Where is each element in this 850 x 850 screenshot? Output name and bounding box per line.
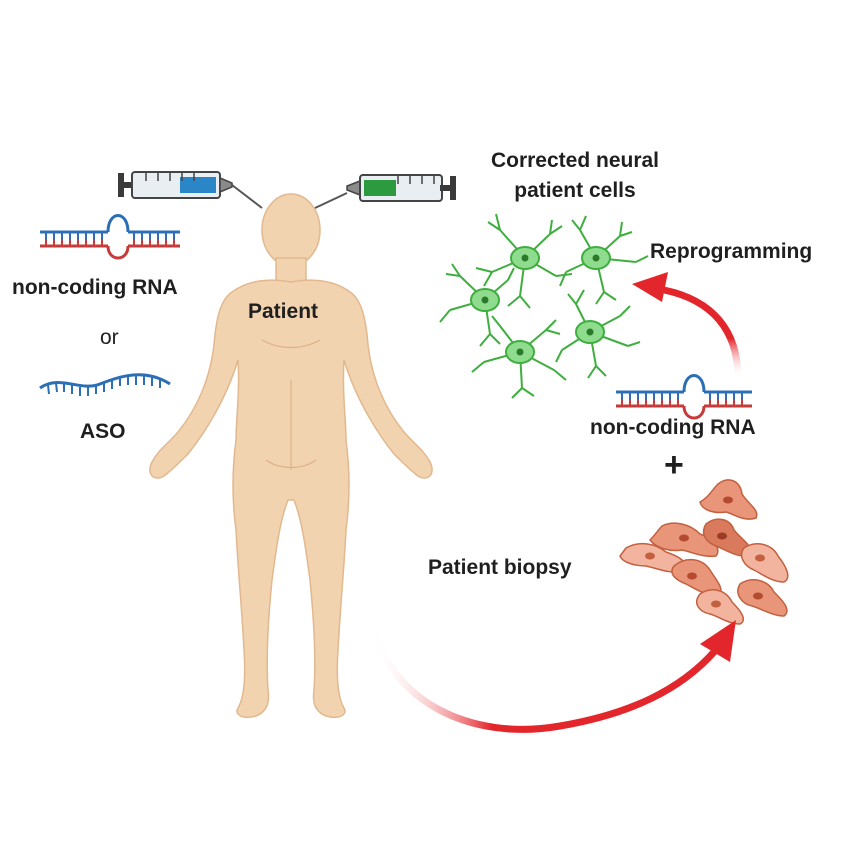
- syringe-icon-right: [314, 174, 456, 209]
- neuron-icon-3: [439, 263, 515, 347]
- label-noncoding-rna-right: non-coding RNA: [590, 416, 756, 439]
- label-noncoding-rna-left: non-coding RNA: [12, 276, 178, 299]
- neuron-icon-4: [471, 315, 567, 399]
- syringe-icon-left: [118, 171, 263, 209]
- neuron-icon-2: [559, 215, 649, 305]
- neuron-icon-5: [555, 289, 641, 379]
- label-corrected-line-1: Corrected neural: [490, 149, 660, 172]
- label-patient-biopsy: Patient biopsy: [428, 556, 572, 579]
- label-reprogramming: Reprogramming: [650, 240, 813, 263]
- label-patient: Patient: [248, 300, 319, 323]
- rna-hairpin-icon-right: [616, 374, 752, 420]
- curved-arrow-icon-reprogramming: [632, 272, 742, 382]
- aso-strand-icon: [39, 373, 171, 396]
- curved-arrow-icon-biopsy: [368, 618, 736, 733]
- label-corrected-cells: Corrected neural patient cells: [460, 146, 690, 206]
- body-contour-lines: [261, 339, 321, 470]
- fibroblast-icon-cluster: [619, 479, 789, 625]
- label-aso: ASO: [80, 420, 126, 443]
- human-body-icon: [149, 193, 433, 719]
- label-corrected-line-2: patient cells: [514, 179, 636, 202]
- label-plus: +: [664, 446, 684, 484]
- neuron-icon-1: [475, 213, 573, 309]
- label-or: or: [100, 326, 119, 349]
- rna-hairpin-icon-left: [40, 214, 180, 260]
